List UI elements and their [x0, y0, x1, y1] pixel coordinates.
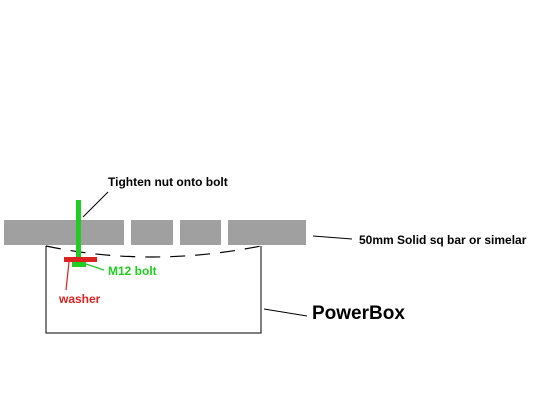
bar-slot: [173, 220, 180, 245]
solid-square-bar: [4, 220, 306, 245]
powerbox-outline: [45, 246, 262, 334]
powerbox-curved-top: [45, 245, 262, 258]
washer-leader-line: [65, 261, 70, 291]
m12-bolt-head: [72, 262, 86, 267]
nut-label: Tighten nut onto bolt: [108, 175, 228, 189]
bolt-leader-line: [85, 263, 105, 271]
powerbox-label: PowerBox: [312, 303, 405, 324]
washer: [64, 257, 97, 262]
bar-slot: [124, 220, 131, 245]
box-leader-line: [263, 308, 308, 317]
bar-slot: [221, 220, 228, 245]
nut-leader-line: [82, 191, 109, 218]
bolt-label: M12 bolt: [108, 264, 157, 278]
m12-bolt-shaft: [76, 200, 81, 261]
bar-label: 50mm Solid sq bar or simelar: [359, 233, 527, 247]
washer-label: washer: [59, 292, 101, 306]
bar-leader-line: [312, 235, 353, 240]
